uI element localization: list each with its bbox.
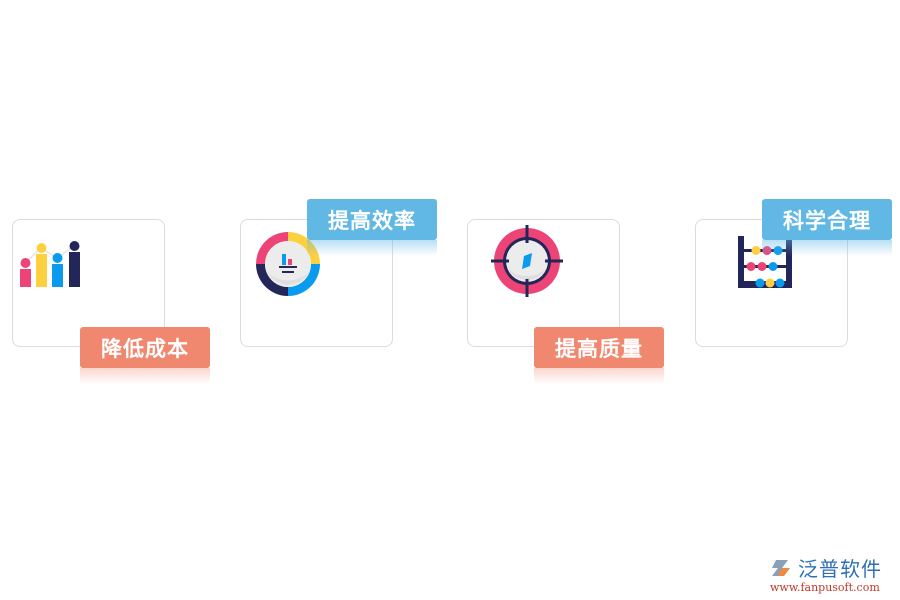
- target-crosshair-icon: [491, 225, 563, 297]
- feature-card-improve-quality: [467, 219, 620, 347]
- feature-card-improve-efficiency: [240, 219, 393, 347]
- badge-label: 科学合理: [783, 208, 871, 233]
- feature-card-scientific: [695, 219, 848, 347]
- fanpu-logo-watermark: 泛普软件 www.fanpusoft.com: [770, 553, 894, 594]
- badge-reflection: [80, 368, 210, 384]
- logo-url: www.fanpusoft.com: [770, 581, 880, 594]
- abacus-icon: [738, 236, 792, 288]
- fanpu-logo-icon: [772, 559, 790, 576]
- badge-reflection: [534, 368, 664, 384]
- feature-card-reduce-cost: [12, 219, 165, 347]
- badge-improve-quality: 提高质量: [534, 327, 664, 368]
- badge-label: 提高质量: [555, 336, 643, 361]
- badge-label: 提高效率: [328, 208, 416, 233]
- badge-improve-efficiency: 提高效率: [307, 199, 437, 240]
- badge-label: 降低成本: [101, 336, 189, 361]
- logo-brand-name: 泛普软件: [798, 557, 882, 581]
- badge-reduce-cost: 降低成本: [80, 327, 210, 368]
- bar-chart-icon: [20, 241, 80, 287]
- donut-chart-icon: [256, 232, 320, 296]
- badge-scientific: 科学合理: [762, 199, 892, 240]
